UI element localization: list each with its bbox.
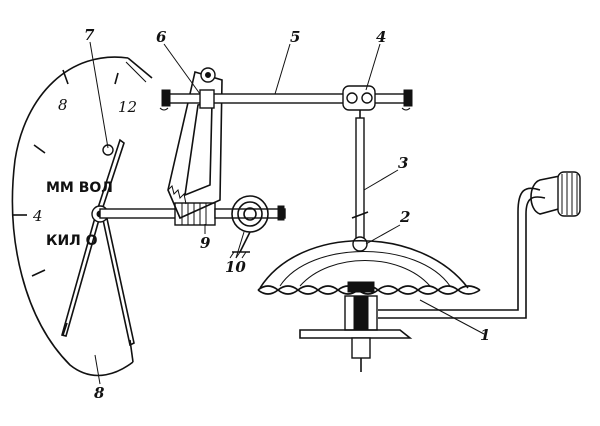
dial-face: 8 12 4 ММ ВОЛ КИЛ О	[11, 56, 153, 377]
label-5: 5	[290, 28, 300, 46]
dial-tick	[62, 322, 68, 336]
label-2: 2	[399, 208, 410, 226]
horizontal-rod	[159, 89, 413, 111]
label-10: 10	[225, 258, 246, 276]
pressure-tube	[378, 171, 581, 319]
label-1: 1	[480, 326, 490, 344]
label-8: 8	[94, 384, 105, 402]
scale-8: 8	[58, 96, 68, 114]
scale-12: 12	[118, 98, 137, 116]
label-9: 9	[200, 234, 211, 252]
vertical-rod	[351, 117, 369, 252]
gear-sector	[167, 67, 223, 220]
diaphragm-box	[257, 240, 481, 372]
pinion-shaft	[99, 202, 286, 226]
dial-tick	[114, 72, 119, 85]
linkage-crank	[342, 85, 376, 122]
hair-spring	[229, 195, 269, 259]
dial-unit-bottom: КИЛ О	[46, 233, 98, 249]
dial-tick	[31, 269, 46, 277]
label-7: 7	[84, 26, 95, 44]
dial-tick	[62, 69, 69, 85]
leader-lines	[89, 41, 485, 385]
dial-unit-top: ММ ВОЛ	[46, 180, 113, 196]
label-6: 6	[156, 28, 167, 46]
label-3: 3	[398, 154, 408, 172]
label-4: 4	[376, 28, 386, 46]
dial-tick	[33, 144, 46, 154]
scale-4: 4	[32, 207, 43, 225]
